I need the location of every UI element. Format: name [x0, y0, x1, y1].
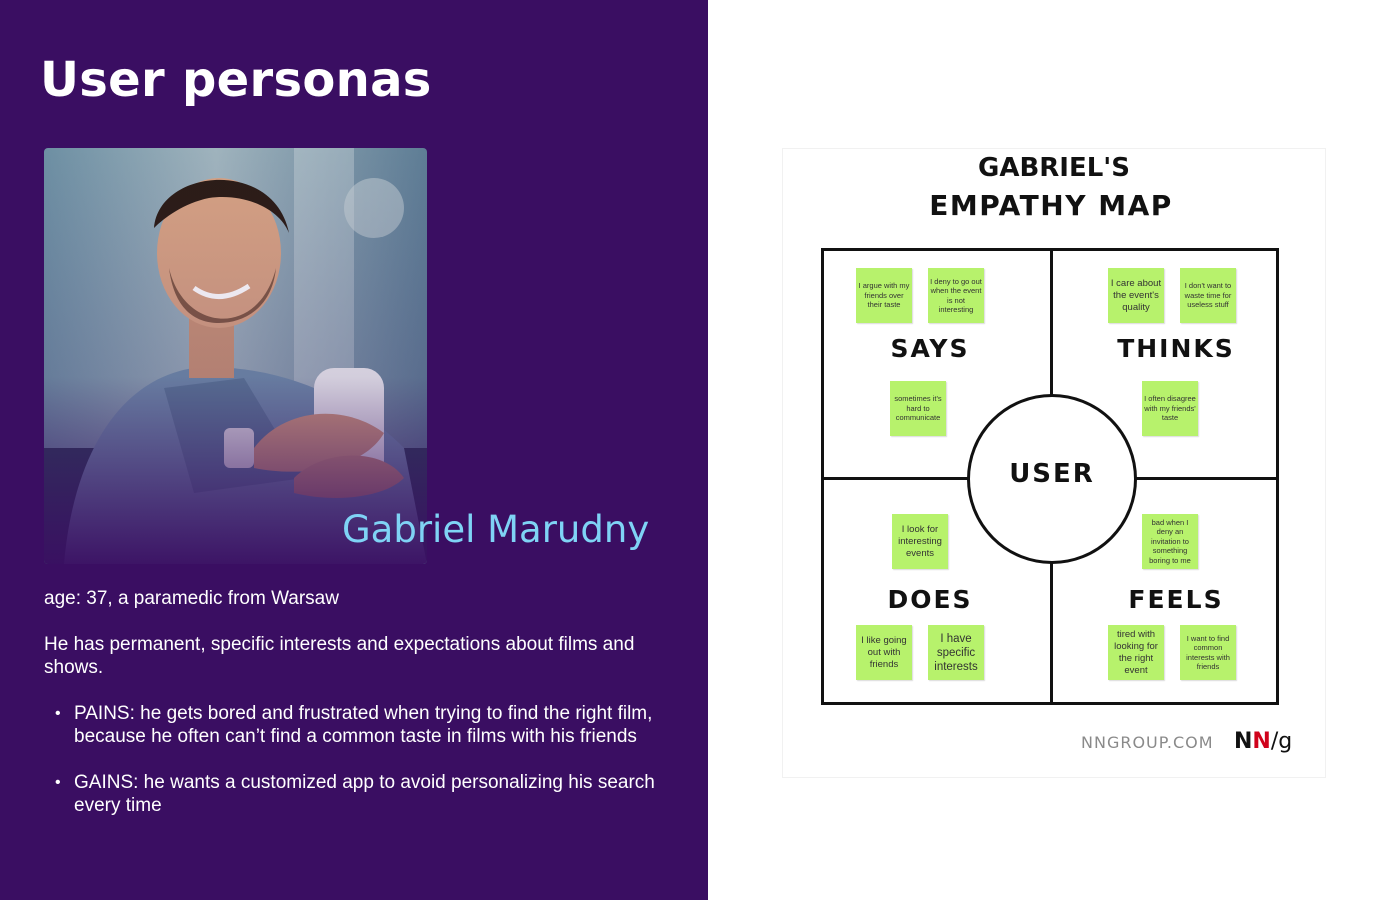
- persona-bio: age: 37, a paramedic from Warsaw He has …: [44, 587, 689, 840]
- sticky-note: I want to find common interests with fri…: [1180, 625, 1236, 680]
- left-panel: User personas: [0, 0, 708, 900]
- bullet-icon: •: [55, 705, 61, 722]
- quadrant-label-says: SAYS: [890, 334, 970, 363]
- age-line: age: 37, a paramedic from Warsaw: [44, 588, 339, 609]
- list-item-pains: • PAINS: he gets bored and frustrated wh…: [44, 702, 689, 748]
- pains-text: PAINS: he gets bored and frustrated when…: [74, 703, 653, 747]
- persona-description: He has permanent, specific interests and…: [44, 634, 635, 678]
- empathy-map-title-line2: EMPATHY MAP: [929, 189, 1173, 222]
- sticky-note: I like going out with friends: [856, 625, 912, 680]
- empathy-map-title-line1: GABRIEL'S: [978, 153, 1130, 183]
- sticky-note: I deny to go out when the event is not i…: [928, 268, 984, 323]
- quadrant-label-feels: FEELS: [1128, 585, 1224, 614]
- bullet-icon: •: [55, 774, 61, 791]
- list-item-gains: • GAINS: he wants a customized app to av…: [44, 771, 689, 817]
- logo-letter-g: g: [1278, 729, 1293, 754]
- user-center-label: USER: [1009, 459, 1095, 489]
- logo-letter: N: [1234, 729, 1253, 754]
- person-photo-icon: [44, 148, 427, 564]
- sticky-note: I look for interesting events: [892, 514, 948, 569]
- sticky-note: I often disagree with my friends' taste: [1142, 381, 1198, 436]
- gains-text: GAINS: he wants a customized app to avoi…: [74, 772, 655, 816]
- sticky-note: I argue with my friends over their taste: [856, 268, 912, 323]
- slide-title: User personas: [40, 52, 432, 108]
- persona-name: Gabriel Marudny: [342, 508, 650, 551]
- nng-logo: NN/g: [1234, 729, 1292, 754]
- sticky-note: bad when I deny an invitation to somethi…: [1142, 514, 1198, 569]
- sticky-note: tired with looking for the right event: [1108, 625, 1164, 680]
- sticky-note: I care about the event's quality: [1108, 268, 1164, 323]
- sticky-note: sometimes it's hard to communicate: [890, 381, 946, 436]
- pains-gains-list: • PAINS: he gets bored and frustrated wh…: [44, 702, 689, 817]
- user-center-circle: USER: [967, 394, 1137, 564]
- nngroup-domain: NNGROUP.COM: [1081, 733, 1214, 752]
- logo-letter-red: N: [1252, 729, 1271, 754]
- empathy-map-grid: SAYS THINKS DOES FEELS I argue with my f…: [821, 248, 1279, 705]
- quadrant-label-thinks: THINKS: [1117, 334, 1235, 363]
- persona-photo: [44, 148, 427, 564]
- empathy-map: GABRIEL'S EMPATHY MAP SAYS THINKS DOES F…: [782, 148, 1326, 778]
- logo-slash: /: [1270, 729, 1279, 754]
- quadrant-label-does: DOES: [887, 585, 973, 614]
- sticky-note: I have specific interests: [928, 625, 984, 680]
- sticky-note: I don't want to waste time for useless s…: [1180, 268, 1236, 323]
